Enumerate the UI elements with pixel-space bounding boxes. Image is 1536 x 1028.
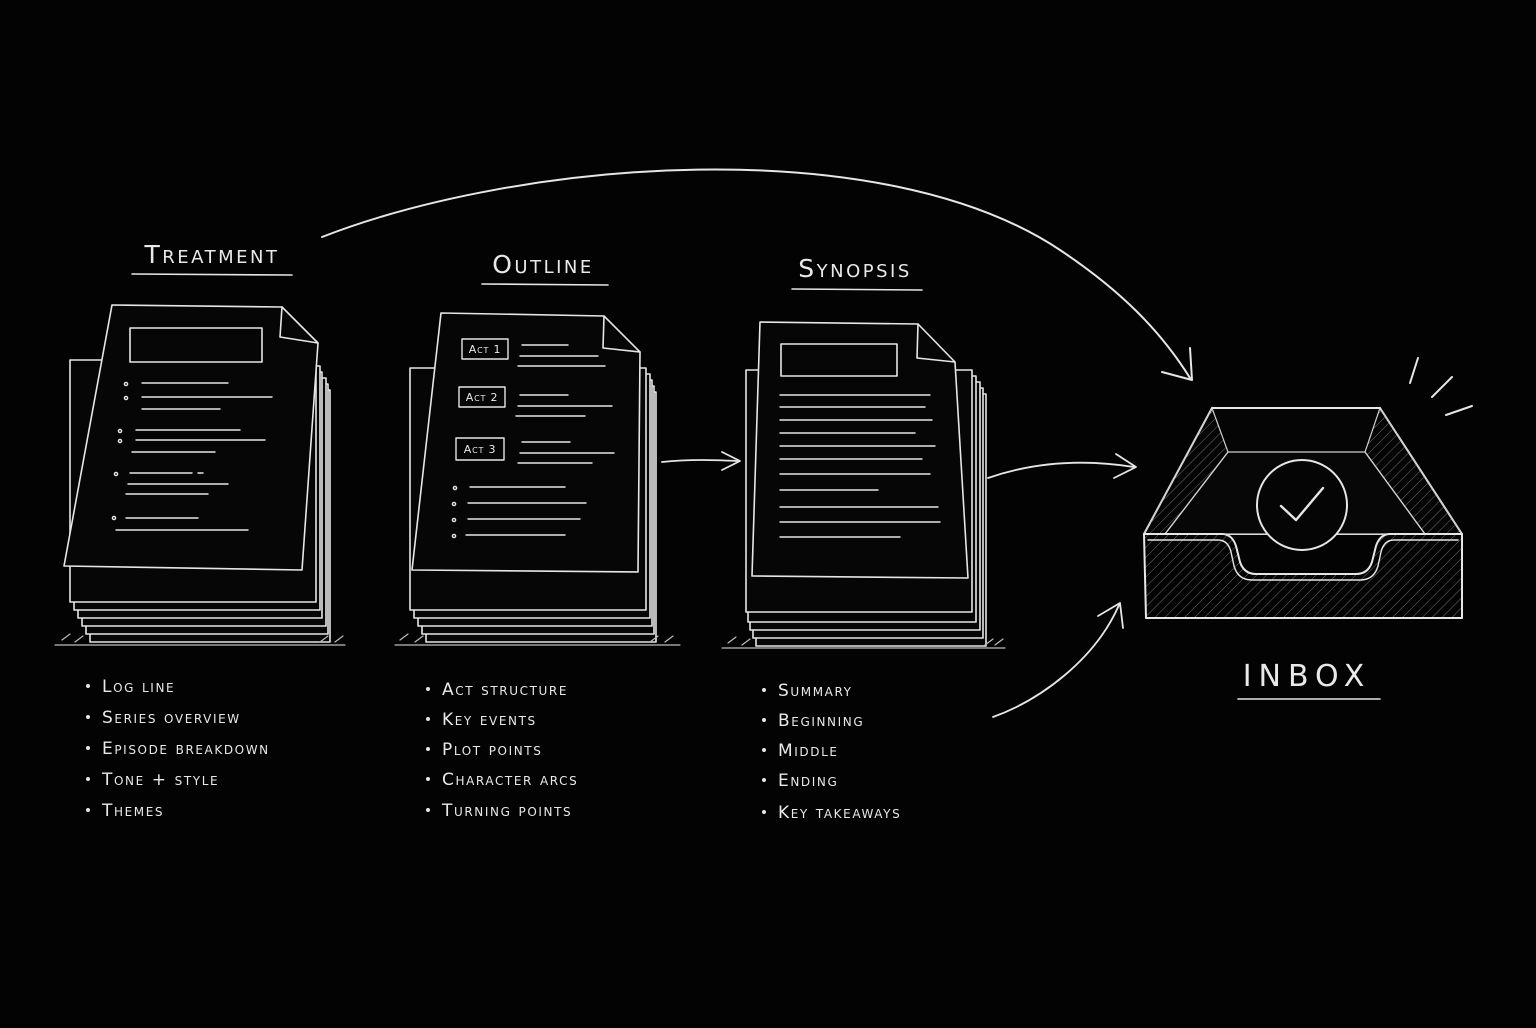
outline-bullet: Key events (442, 710, 537, 730)
synopsis-bullet-list: Summary Beginning Middle Ending Key take… (762, 681, 901, 823)
synopsis-title-underline (791, 288, 923, 291)
treatment-bullet: Tone + style (101, 770, 219, 790)
synopsis-bullet: Summary (778, 681, 853, 701)
act-label: Act 1 (469, 343, 502, 356)
outline-act-boxes: Act 1 Act 2 Act 3 (455, 338, 509, 461)
synopsis-page (751, 321, 969, 579)
act-label: Act 3 (464, 443, 497, 456)
arrow-bottom-to-inbox (992, 602, 1124, 718)
flow-arrows (321, 168, 1193, 718)
arrowhead-icon (1161, 347, 1193, 381)
treatment-bullet: Episode breakdown (102, 739, 270, 759)
synopsis-document-stack (721, 321, 1006, 649)
inbox-title: INBOX (1243, 659, 1372, 694)
synopsis-title: Synopsis (798, 254, 912, 283)
treatment-document-stack (54, 304, 346, 646)
sparkle-icon (1409, 357, 1473, 416)
inbox-section: INBOX (1142, 357, 1473, 700)
treatment-page-header-box (129, 327, 263, 363)
treatment-title-underline (131, 273, 293, 276)
arrow-outline-to-synopsis (661, 451, 741, 471)
synopsis-page-header-box (780, 343, 898, 377)
arrowhead-icon (721, 451, 741, 471)
synopsis-bullet: Ending (778, 771, 838, 791)
outline-bullet: Character arcs (442, 770, 578, 790)
treatment-title: Treatment (144, 240, 280, 269)
outline-title: Outline (492, 250, 594, 279)
outline-page-lines (451, 344, 615, 539)
outline-title-underline (481, 283, 609, 286)
treatment-bullet: Log line (102, 677, 175, 697)
synopsis-bullet: Key takeaways (778, 803, 901, 823)
checkmark-icon (1279, 486, 1325, 522)
synopsis-bullet: Beginning (778, 711, 864, 731)
outline-section: Outline Act 1 Act 2 Act 3 (394, 250, 681, 821)
treatment-section: Treatment (54, 240, 346, 821)
treatment-bullet: Themes (101, 801, 164, 821)
outline-bullet-list: Act structure Key events Plot points Cha… (426, 680, 578, 821)
page-corner-fold-icon (602, 315, 641, 353)
page-corner-fold-icon (916, 323, 956, 363)
synopsis-page-lines (779, 394, 941, 538)
treatment-page (63, 304, 319, 571)
outline-bullet: Turning points (441, 801, 572, 821)
treatment-page-lines (111, 381, 273, 531)
treatment-bullet-list: Log line Series overview Episode breakdo… (86, 677, 270, 821)
arrow-synopsis-to-inbox (987, 453, 1137, 479)
page-corner-fold-icon (279, 306, 319, 344)
check-circle-icon (1256, 459, 1348, 551)
arrowhead-icon (1113, 453, 1137, 479)
act-label: Act 2 (466, 391, 499, 404)
arrowhead-icon (1097, 602, 1124, 629)
outline-bullet: Act structure (442, 680, 568, 700)
synopsis-section: Synopsis (721, 254, 1006, 823)
synopsis-bullet: Middle (778, 741, 839, 761)
arrow-treatment-to-inbox (321, 168, 1193, 381)
treatment-bullet: Series overview (102, 708, 241, 728)
outline-document-stack: Act 1 Act 2 Act 3 (394, 312, 681, 646)
outline-bullet: Plot points (442, 740, 542, 760)
inbox-tray-icon (1142, 357, 1473, 619)
